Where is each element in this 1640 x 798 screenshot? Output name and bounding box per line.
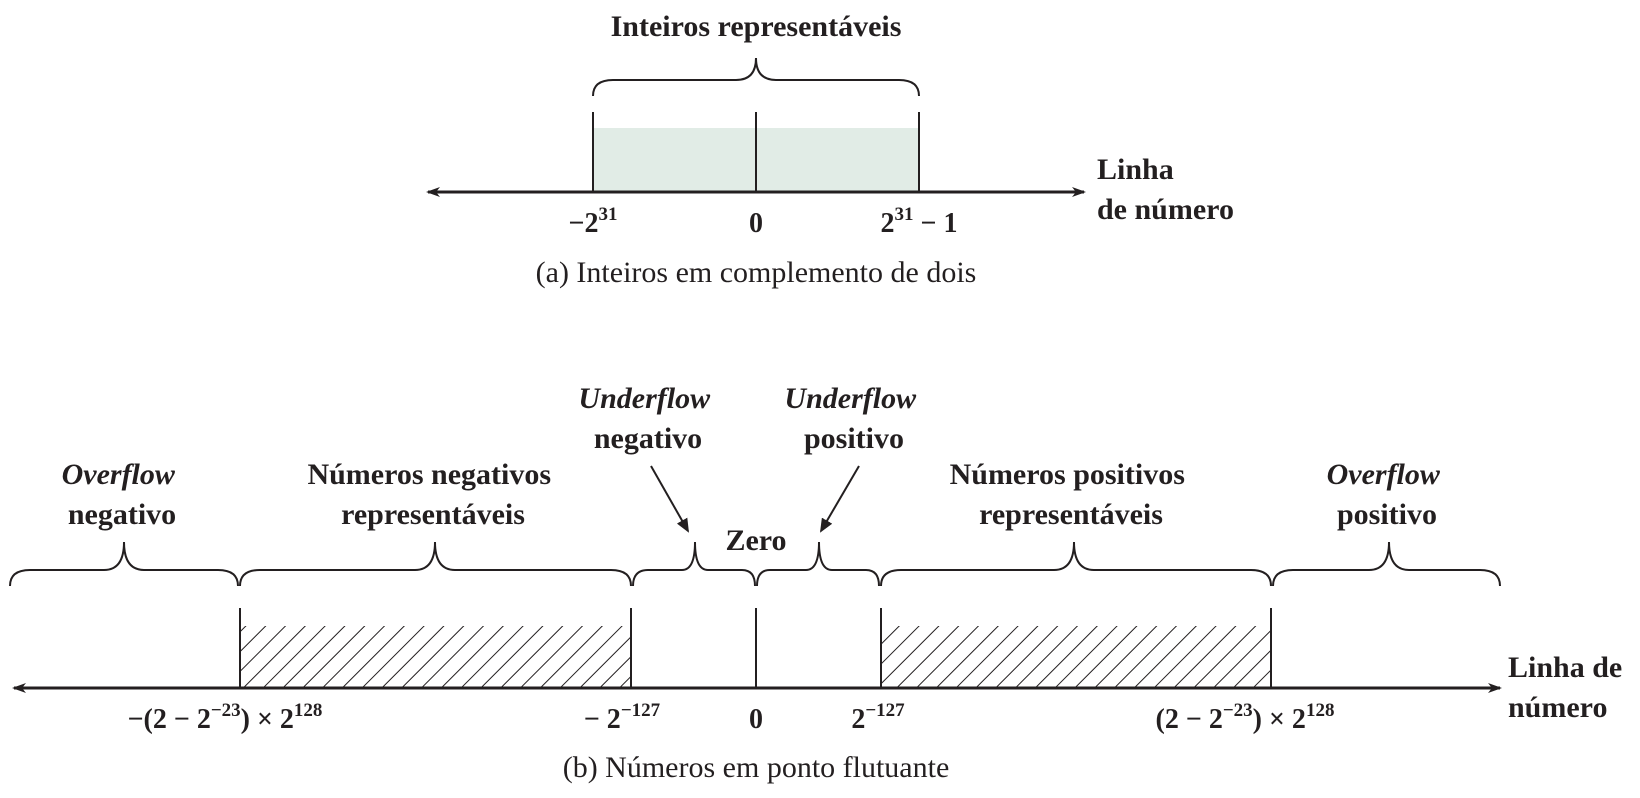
part-a-tick-neg: −231 <box>569 204 618 239</box>
overflow-negative-label: Overflow negativo <box>62 458 183 531</box>
underflow-negative-label: Underflow negativo <box>578 382 717 455</box>
overflow-positive-brace <box>1272 541 1501 587</box>
part-b-caption: (b) Números em ponto flutuante <box>563 751 950 784</box>
representable-negative-range <box>240 626 631 688</box>
part-a-axis-label: Linha de número <box>1097 153 1234 226</box>
part-a-brace <box>592 57 920 97</box>
part-b-floating-point: Overflow negativo Números negativos repr… <box>9 382 1630 784</box>
overflow-negative-brace <box>9 541 239 587</box>
underflow-positive-label: Underflow positivo <box>784 382 923 455</box>
underflow-positive-brace <box>756 541 880 587</box>
tick-zero: 0 <box>749 704 763 735</box>
part-a-tick-zero: 0 <box>749 208 763 239</box>
representable-positive-brace <box>880 541 1272 587</box>
representable-negative-brace <box>239 541 632 587</box>
representable-positive-range <box>881 626 1271 688</box>
part-a-integers: Inteiros representáveis Linha de número … <box>426 10 1234 289</box>
part-a-caption: (a) Inteiros em complemento de dois <box>536 256 977 289</box>
representable-positive-label: Números positivos representáveis <box>950 458 1193 531</box>
tick-pos-min: 2−127 <box>851 700 905 735</box>
tick-pos-max: (2 − 2−23) × 2128 <box>1156 700 1335 735</box>
tick-neg-max: −(2 − 2−23) × 2128 <box>128 700 323 735</box>
tick-neg-min: − 2−127 <box>584 700 661 735</box>
underflow-negative-pointer <box>650 465 689 533</box>
underflow-negative-brace <box>632 541 756 587</box>
representable-negative-label: Números negativos representáveis <box>307 458 558 531</box>
part-a-title: Inteiros representáveis <box>611 10 902 43</box>
overflow-positive-label: Overflow positivo <box>1327 458 1448 531</box>
zero-region-label: Zero <box>725 524 786 557</box>
part-a-tick-pos: 231 − 1 <box>881 204 958 239</box>
part-b-axis-label: Linha de número <box>1508 651 1630 724</box>
underflow-positive-pointer <box>819 465 860 533</box>
